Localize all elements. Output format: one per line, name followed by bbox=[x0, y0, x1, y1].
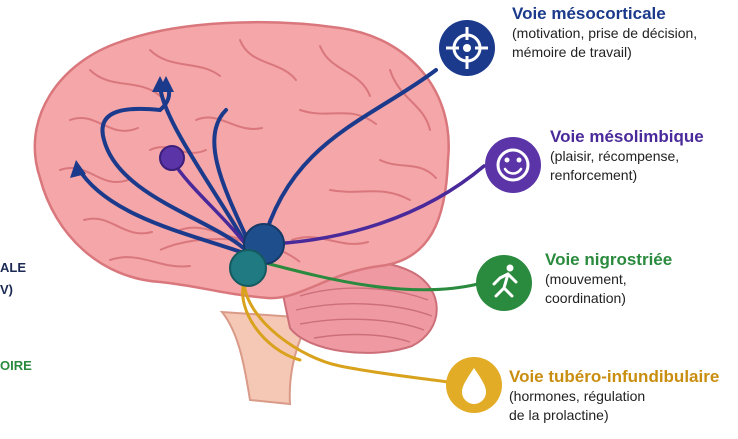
mesocortical-desc-2: mémoire de travail) bbox=[512, 43, 697, 62]
mesolimbic-desc-1: (plaisir, récompense, bbox=[550, 147, 704, 166]
left-edge-label-2: V) bbox=[0, 282, 13, 297]
mesocortical-label: Voie mésocorticale (motivation, prise de… bbox=[512, 3, 697, 62]
smiley-icon bbox=[485, 137, 541, 193]
mesolimbic-desc-2: renforcement) bbox=[550, 166, 704, 185]
mesolimbic-title: Voie mésolimbique bbox=[550, 126, 704, 147]
mesocortical-title: Voie mésocorticale bbox=[512, 3, 697, 24]
nigrostriatal-desc-1: (mouvement, bbox=[545, 270, 672, 289]
mesolimbic-label: Voie mésolimbique (plaisir, récompense, … bbox=[550, 126, 704, 185]
target-icon bbox=[439, 20, 495, 76]
nigrostriatal-desc-2: coordination) bbox=[545, 289, 672, 308]
nucleus-accumbens-node bbox=[160, 146, 184, 170]
running-person-icon bbox=[476, 255, 532, 311]
tuberoinfundibular-title: Voie tubéro-infundibulaire bbox=[509, 366, 719, 387]
tuberoinfundibular-label: Voie tubéro-infundibulaire (hormones, ré… bbox=[509, 366, 719, 425]
droplet-icon bbox=[446, 357, 502, 413]
left-edge-label-3: OIRE bbox=[0, 358, 32, 373]
nigrostriatal-label: Voie nigrostriée (mouvement, coordinatio… bbox=[545, 249, 672, 308]
left-edge-label-1: ALE bbox=[0, 260, 26, 275]
nigrostriatal-title: Voie nigrostriée bbox=[545, 249, 672, 270]
mesocortical-desc-1: (motivation, prise de décision, bbox=[512, 24, 697, 43]
tuberoinfundibular-desc-2: de la prolactine) bbox=[509, 406, 719, 425]
tuberoinfundibular-desc-1: (hormones, régulation bbox=[509, 387, 719, 406]
substantia-nigra-node bbox=[230, 250, 266, 286]
